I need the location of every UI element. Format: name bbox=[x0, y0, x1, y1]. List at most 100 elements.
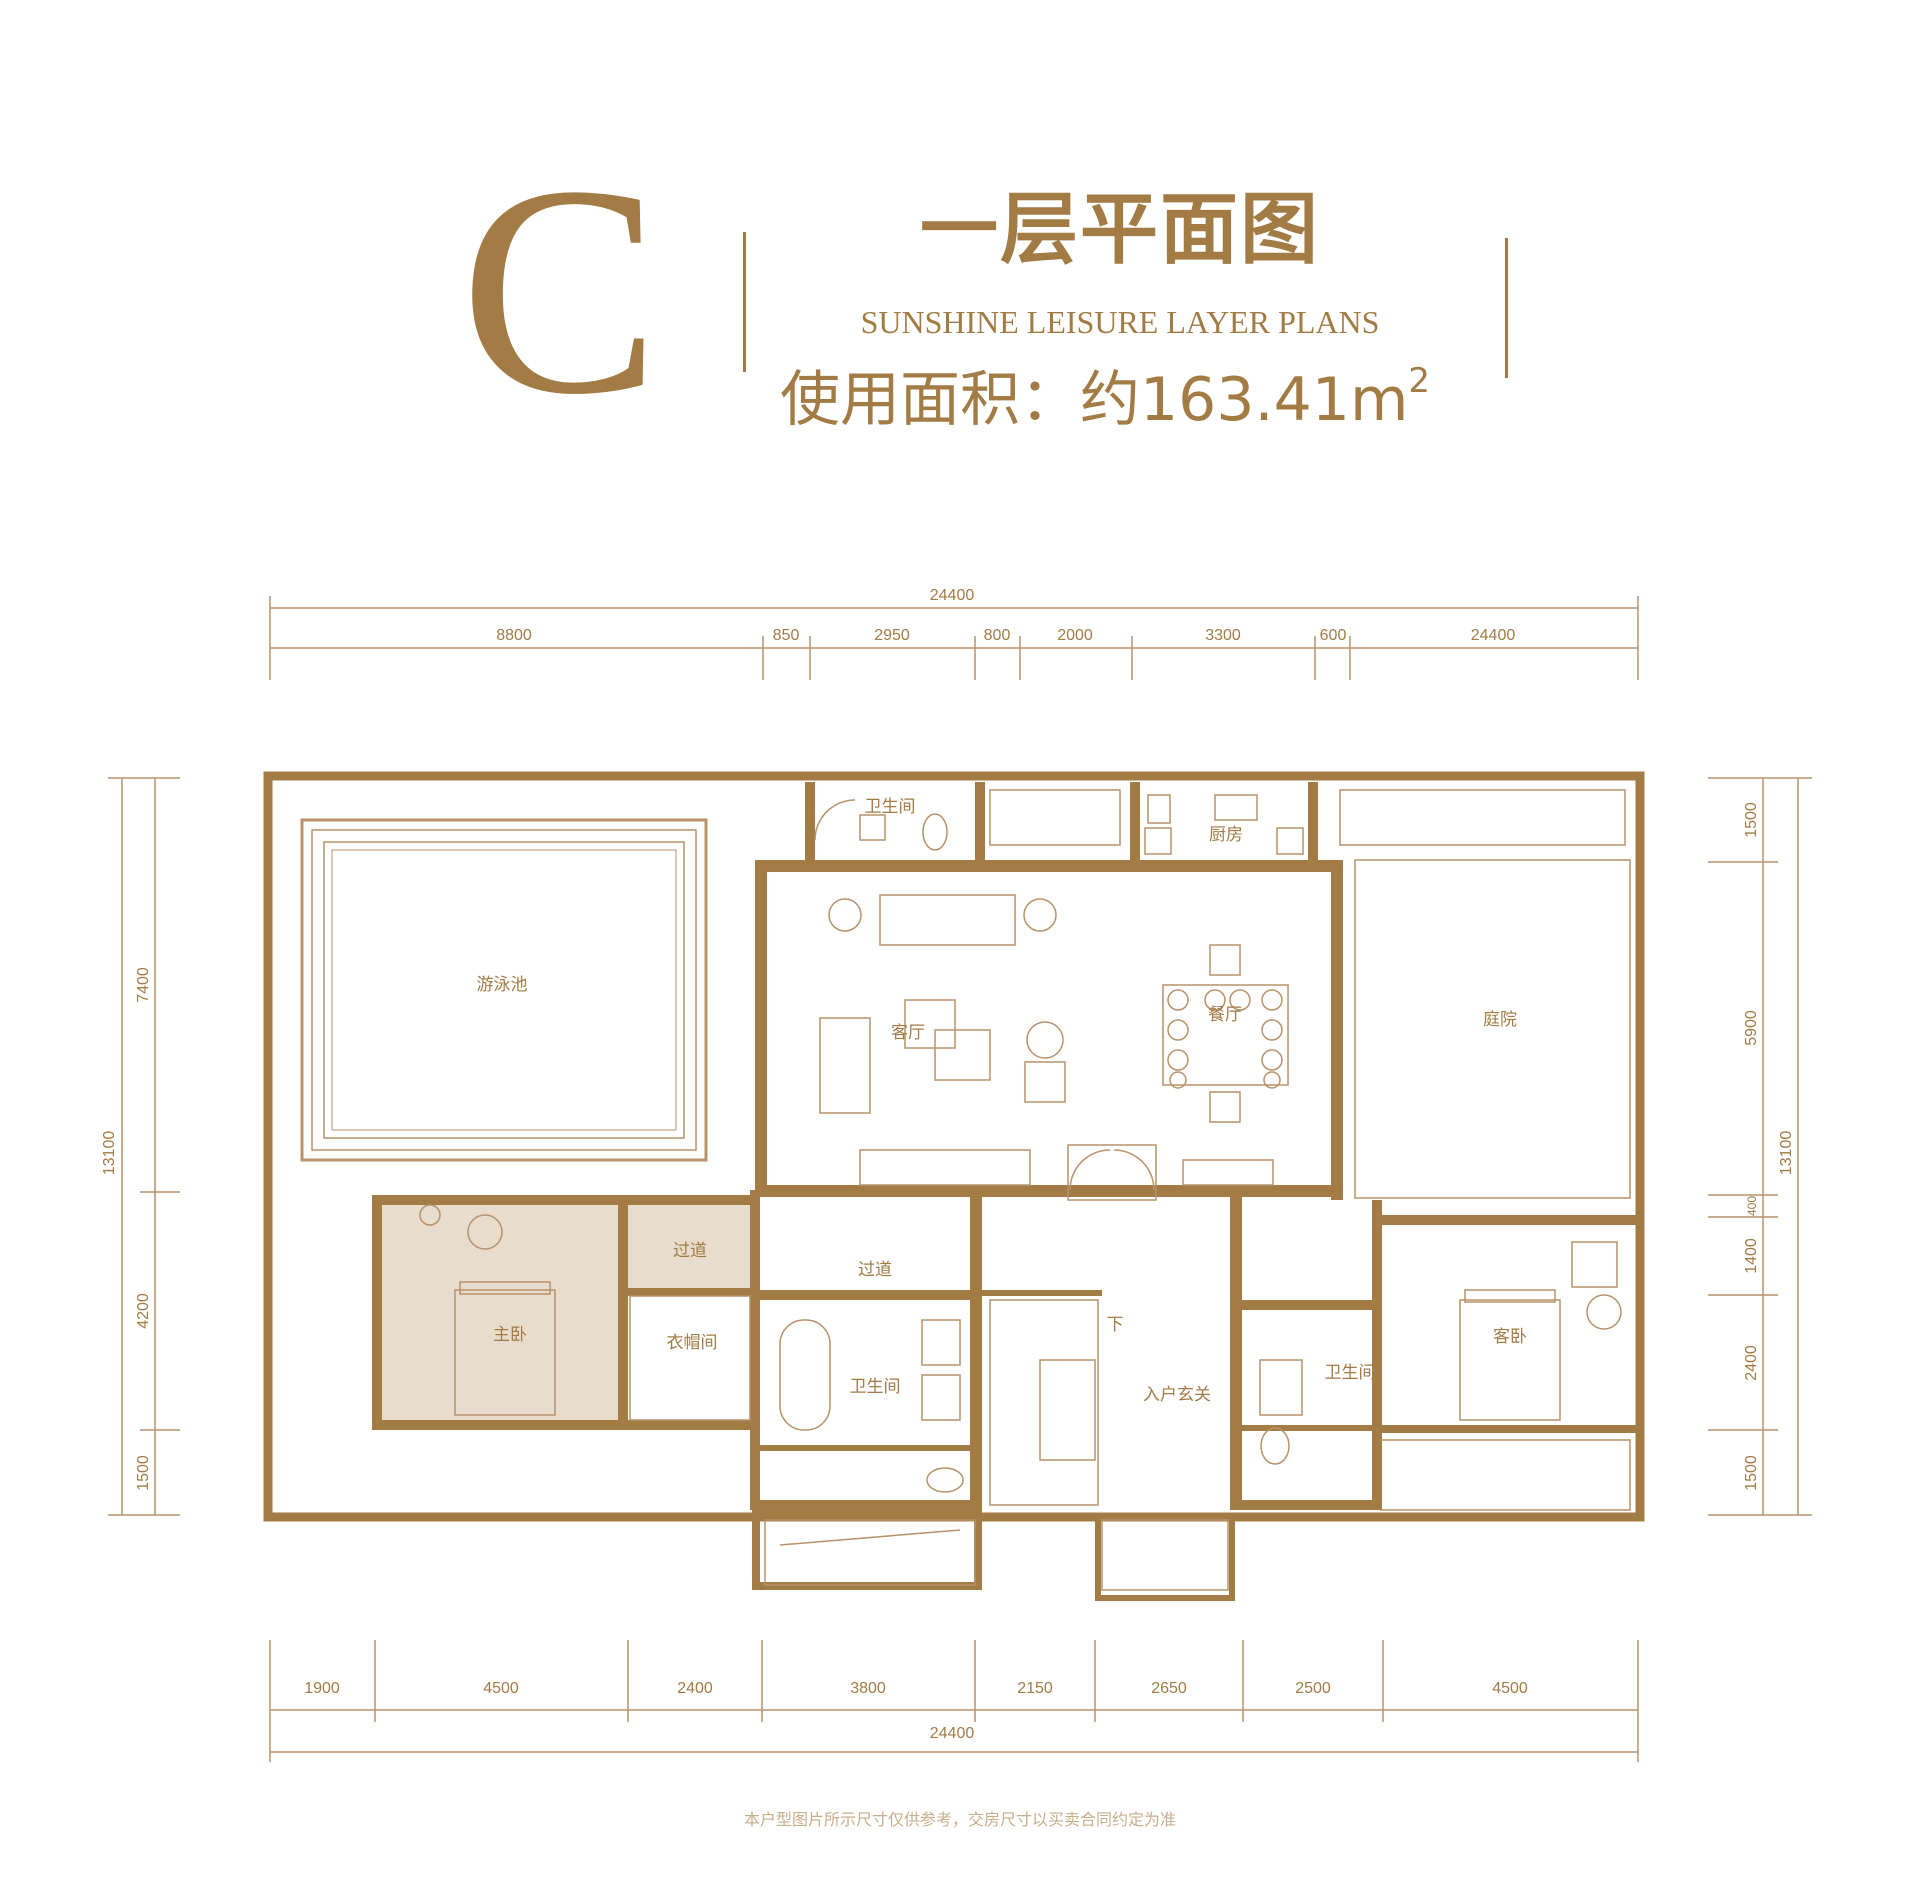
dim-right-total: 13100 bbox=[1778, 1131, 1795, 1176]
room-label-corridor-mid: 过道 bbox=[858, 1260, 892, 1280]
bath-right-shower bbox=[1259, 1359, 1303, 1416]
dim-right-seg: 1500 bbox=[1743, 1455, 1760, 1491]
room-label-closet: 衣帽间 bbox=[667, 1333, 718, 1353]
dim-top-seg: 850 bbox=[773, 627, 800, 644]
dim-bottom-seg: 2500 bbox=[1295, 1680, 1331, 1697]
plan-type-letter: C bbox=[459, 124, 661, 456]
dim-bottom-seg: 4500 bbox=[483, 1680, 519, 1697]
dining-chair-head-top bbox=[1209, 944, 1241, 976]
room-label-living: 客厅 bbox=[891, 1023, 925, 1043]
tv-cabinet bbox=[859, 1149, 1031, 1186]
console-table bbox=[1182, 1159, 1274, 1186]
dim-top-seg: 800 bbox=[984, 627, 1011, 644]
dim-bottom-seg: 3800 bbox=[850, 1680, 886, 1697]
room-label-corridor-left: 过道 bbox=[673, 1241, 707, 1261]
master-armchair bbox=[467, 1214, 503, 1250]
dim-top-total: 24400 bbox=[930, 587, 975, 604]
dim-top-seg: 3300 bbox=[1205, 627, 1241, 644]
kitchen-sink bbox=[1214, 794, 1258, 821]
page-title: 一层平面图 bbox=[919, 184, 1320, 275]
closet-shelves bbox=[629, 1295, 751, 1421]
dim-right-seg: 5900 bbox=[1743, 1010, 1760, 1046]
kitchen-cabinet-right bbox=[1276, 827, 1304, 855]
page-subtitle: SUNSHINE LEISURE LAYER PLANS bbox=[860, 304, 1380, 340]
corridor-left-fill bbox=[628, 1200, 753, 1288]
lounge-chair-round bbox=[1026, 1021, 1064, 1059]
dim-top-seg: 2000 bbox=[1057, 627, 1093, 644]
bath-mid-toilet bbox=[926, 1467, 964, 1493]
sofa-side bbox=[819, 1017, 871, 1114]
courtyard-outline bbox=[1354, 859, 1631, 1199]
bath-top-door-swing bbox=[814, 799, 856, 841]
room-label-entrance: 入户玄关 bbox=[1143, 1385, 1211, 1405]
master-bed bbox=[454, 1289, 556, 1416]
kitchen-stove bbox=[1147, 794, 1171, 824]
top-window-box bbox=[989, 789, 1121, 846]
bay-window bbox=[764, 1519, 976, 1586]
dim-top-seg: 2950 bbox=[874, 627, 910, 644]
room-label-dining: 餐厅 bbox=[1208, 1005, 1242, 1025]
dim-right-seg: 1500 bbox=[1743, 802, 1760, 838]
usable-area-text: 使用面积：约163.41m bbox=[780, 365, 1409, 435]
dim-top-seg: 600 bbox=[1320, 627, 1347, 644]
lounge-chair bbox=[1024, 1061, 1066, 1103]
bathtub bbox=[779, 1319, 831, 1431]
sofa-main bbox=[879, 894, 1016, 946]
side-table-right bbox=[1023, 898, 1057, 932]
dim-bottom-seg: 4500 bbox=[1492, 1680, 1528, 1697]
bath-mid-sink-1 bbox=[921, 1319, 961, 1366]
entry-porch bbox=[1101, 1519, 1229, 1591]
room-label-bath-top: 卫生间 bbox=[865, 797, 916, 817]
dining-table bbox=[1162, 984, 1289, 1086]
guest-bed-headboard bbox=[1464, 1289, 1556, 1303]
dim-bottom-seg: 2150 bbox=[1017, 1680, 1053, 1697]
dim-left-seg: 4200 bbox=[135, 1293, 152, 1329]
room-label-bath-right: 卫生间 bbox=[1325, 1363, 1376, 1383]
room-label-guest: 客卧 bbox=[1493, 1327, 1527, 1347]
dim-left-seg: 7400 bbox=[135, 967, 152, 1003]
dim-left-seg: 1500 bbox=[135, 1455, 152, 1491]
interior-walls bbox=[372, 782, 1637, 1601]
dim-right-seg: 1400 bbox=[1743, 1238, 1760, 1274]
guest-side-table bbox=[1586, 1294, 1622, 1330]
header-divider-right bbox=[1505, 238, 1508, 378]
bottom-dim-ticks bbox=[269, 1640, 1639, 1762]
master-bedroom-fill bbox=[378, 1200, 621, 1422]
dining-chairs bbox=[1167, 989, 1283, 1089]
master-side-table bbox=[419, 1204, 441, 1226]
dim-right-seg: 2400 bbox=[1743, 1345, 1760, 1381]
disclaimer-note: 本户型图片所示尺寸仅供参考，交房尺寸以买卖合同约定为准 bbox=[743, 1810, 1176, 1829]
swimming-pool bbox=[300, 818, 708, 1162]
dim-bottom-total: 24400 bbox=[930, 1725, 975, 1742]
coffee-table-1 bbox=[904, 999, 956, 1049]
room-label-kitchen: 厨房 bbox=[1209, 825, 1243, 845]
dim-top-seg: 8800 bbox=[496, 627, 532, 644]
coffee-table-2 bbox=[934, 1029, 991, 1081]
dim-right-seg: 400 bbox=[1745, 1196, 1759, 1216]
guest-bed bbox=[1459, 1299, 1561, 1421]
area-unit-exponent: 2 bbox=[1408, 361, 1431, 401]
room-label-courtyard: 庭院 bbox=[1483, 1010, 1517, 1030]
stair-down-label: 下 bbox=[1107, 1315, 1124, 1335]
guest-armchair bbox=[1571, 1241, 1618, 1288]
bath-mid-sink-2 bbox=[921, 1374, 961, 1421]
bath-top-sink bbox=[859, 814, 886, 841]
dim-bottom-seg: 2650 bbox=[1151, 1680, 1187, 1697]
room-label-bath-mid: 卫生间 bbox=[850, 1377, 901, 1397]
dining-chair-head-bottom bbox=[1209, 1091, 1241, 1123]
bath-top-toilet bbox=[922, 813, 948, 851]
french-door-swing bbox=[1069, 1149, 1155, 1191]
room-label-master: 主卧 bbox=[493, 1325, 527, 1345]
room-label-pool: 游泳池 bbox=[477, 975, 528, 995]
right-dim-ticks bbox=[1708, 777, 1812, 1516]
dim-left-total: 13100 bbox=[101, 1131, 118, 1176]
usable-area: 使用面积：约163.41m2 bbox=[780, 360, 1480, 440]
stair-landing bbox=[1039, 1359, 1096, 1461]
top-dim-ticks bbox=[269, 596, 1639, 680]
top-right-window-box bbox=[1339, 789, 1626, 846]
staircase bbox=[989, 1299, 1099, 1506]
side-table-left bbox=[828, 898, 862, 932]
dim-bottom-seg: 1900 bbox=[304, 1680, 340, 1697]
french-door bbox=[1067, 1144, 1157, 1201]
